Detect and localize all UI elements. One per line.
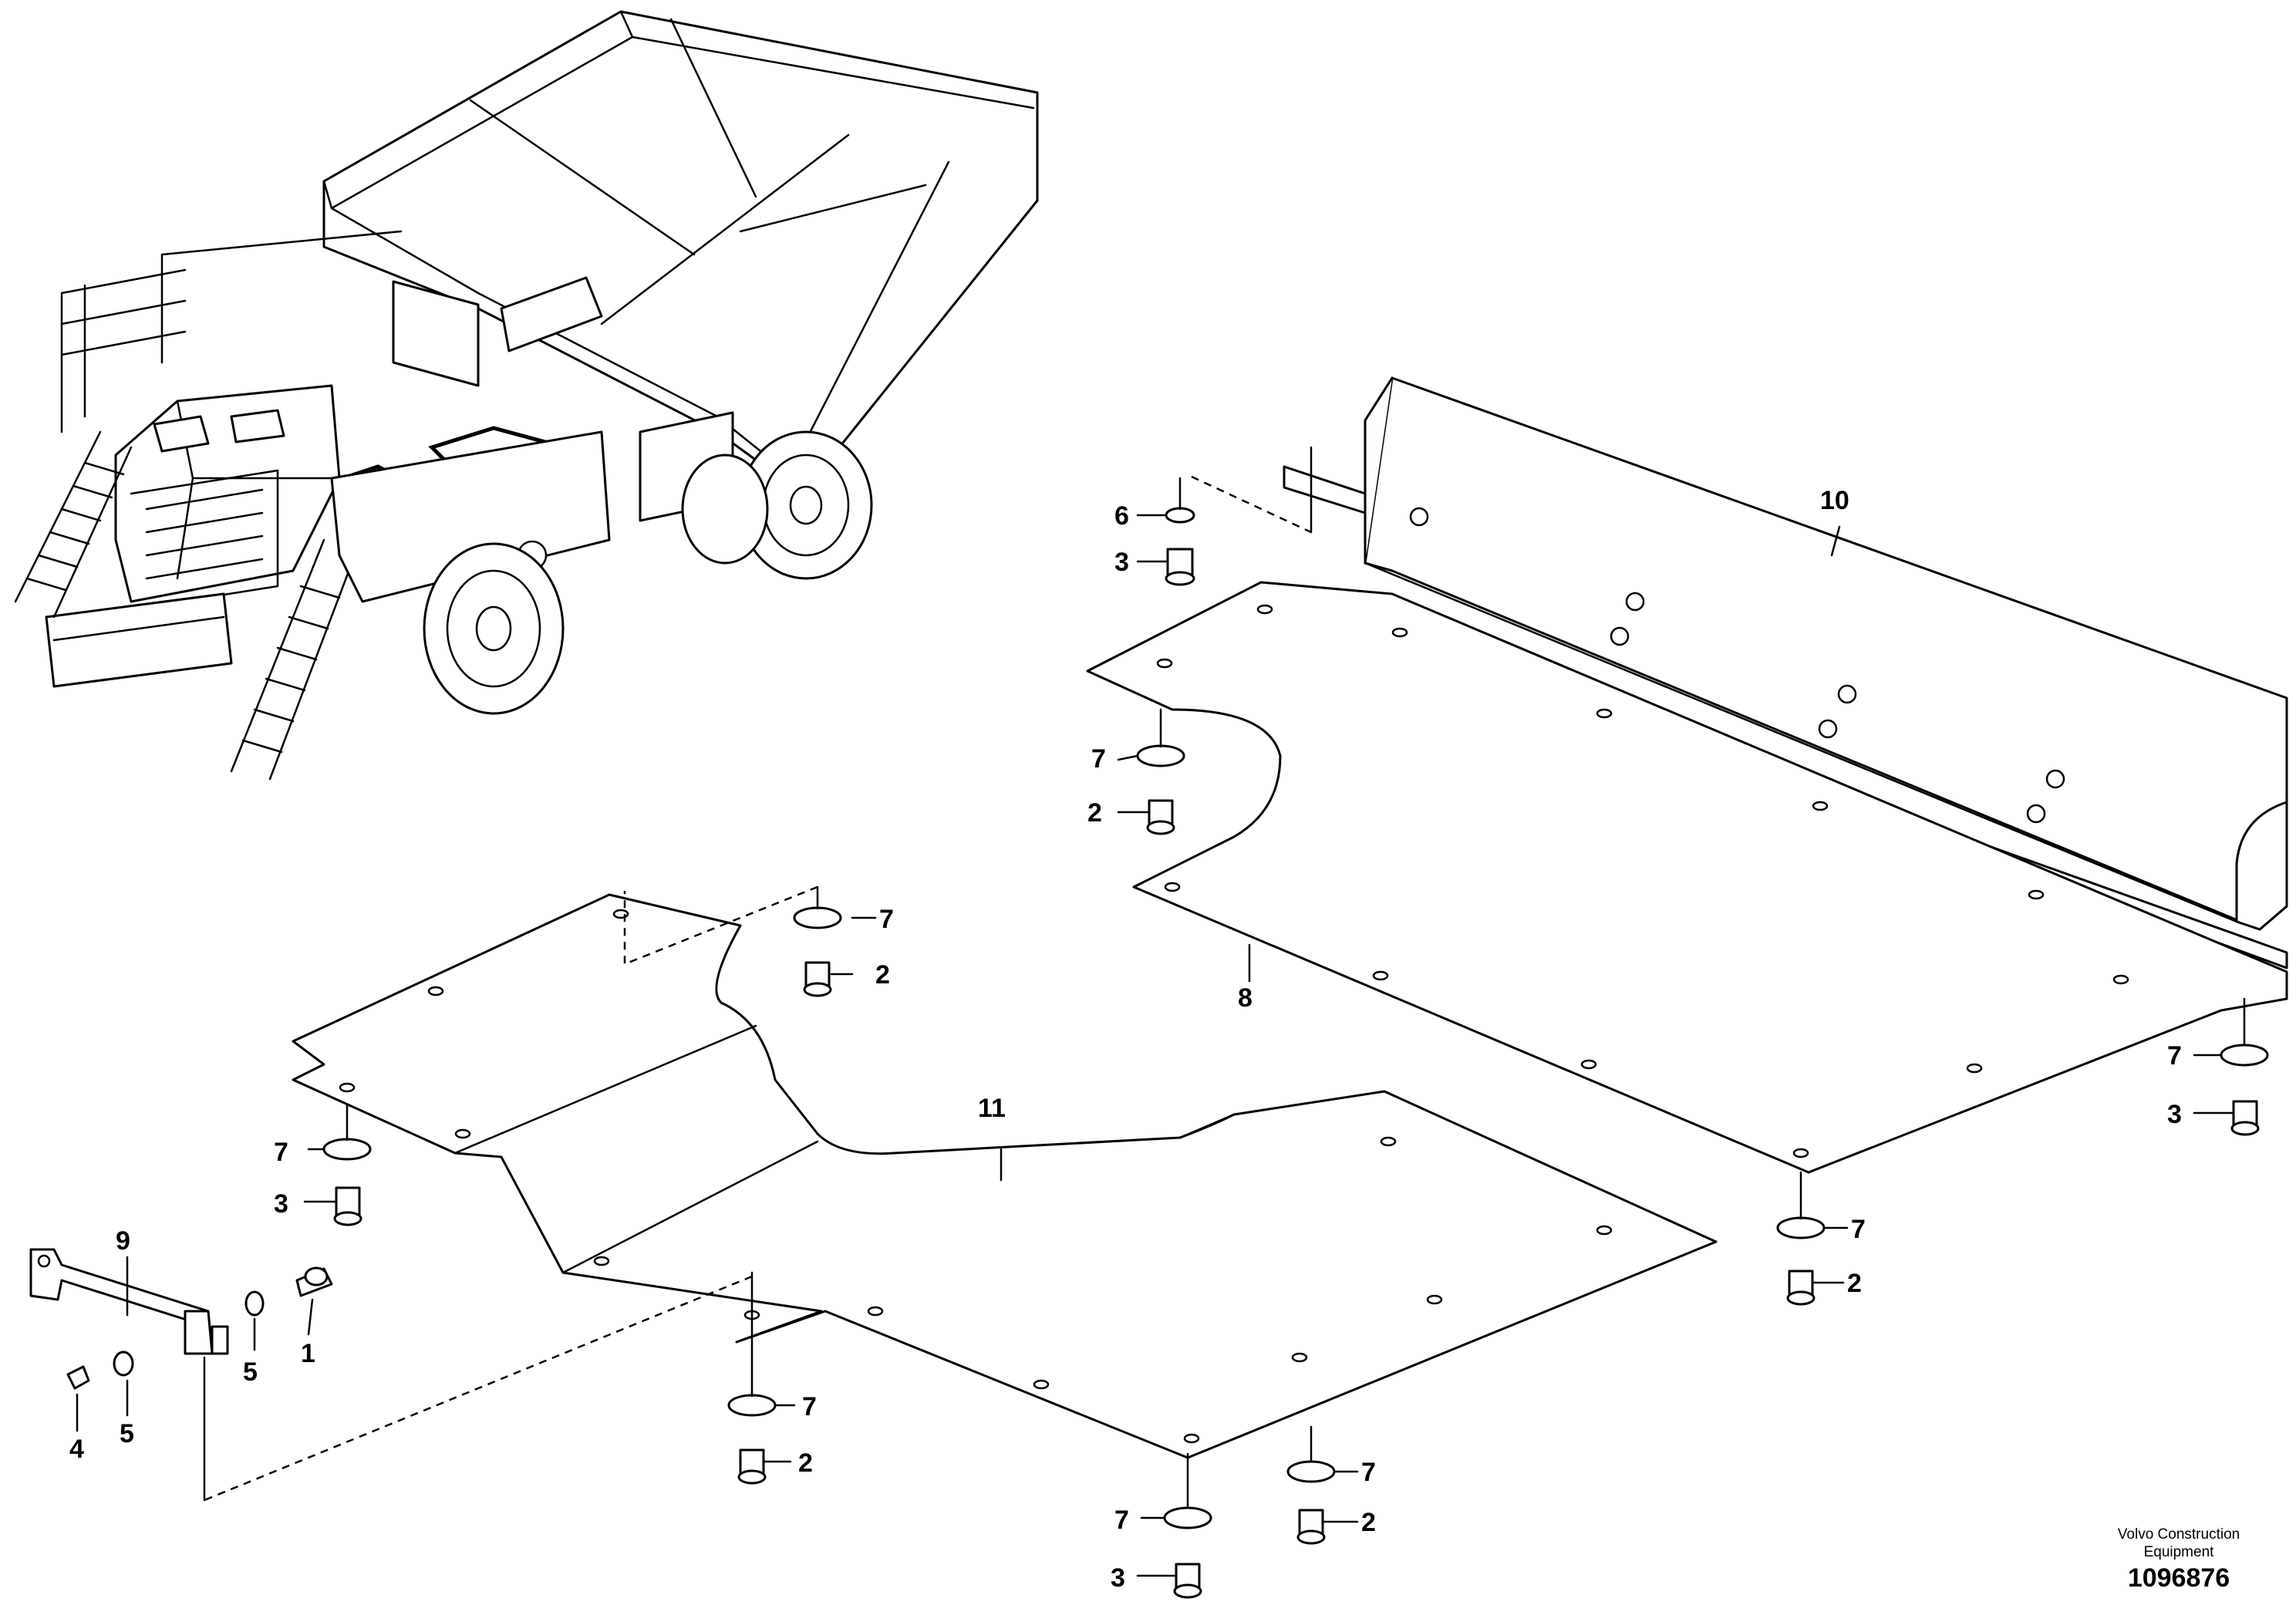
leader-lines — [76, 446, 2246, 1577]
callout-1: 1 — [301, 1339, 315, 1368]
callout-labels: 10 6 3 7 2 7 2 8 11 7 3 9 1 5 4 5 7 2 7 … — [69, 486, 2182, 1593]
callout-7: 7 — [802, 1392, 817, 1421]
callout-2: 2 — [1087, 798, 1102, 828]
publisher-credit: Volvo Construction Equipment — [2079, 1526, 2279, 1561]
callout-3: 3 — [1114, 548, 1129, 577]
callout-7: 7 — [2167, 1041, 2182, 1071]
callout-7: 7 — [1114, 1506, 1129, 1535]
callout-2: 2 — [1361, 1508, 1376, 1537]
callout-9: 9 — [116, 1226, 130, 1256]
callout-2: 2 — [798, 1448, 813, 1478]
drawing-number: 1096876 — [2127, 1563, 2230, 1593]
callout-5: 5 — [120, 1419, 134, 1448]
callout-7: 7 — [274, 1138, 288, 1167]
callout-7: 7 — [1361, 1458, 1376, 1487]
callout-7: 7 — [1851, 1215, 1866, 1244]
callout-10: 10 — [1820, 486, 1849, 515]
callout-3: 3 — [2167, 1100, 2182, 1129]
callout-2: 2 — [1847, 1269, 1862, 1298]
part-10-shield — [1283, 376, 2288, 931]
callout-3: 3 — [1111, 1563, 1125, 1593]
callout-7: 7 — [1091, 744, 1106, 774]
truck-overview-illustration — [14, 10, 1039, 781]
callout-8: 8 — [1238, 983, 1253, 1013]
credit-line-1: Volvo Construction — [2117, 1526, 2240, 1543]
callout-6: 6 — [1114, 501, 1129, 531]
part-8-floor-plate — [1086, 581, 2288, 1174]
callout-11: 11 — [978, 1094, 1006, 1123]
part-9-bracket — [29, 1248, 333, 1390]
part-11-floor-plate — [292, 893, 1718, 1459]
callout-3: 3 — [274, 1189, 288, 1219]
callout-7: 7 — [879, 905, 894, 934]
credit-line-2: Equipment — [2143, 1544, 2214, 1560]
callout-2: 2 — [875, 960, 890, 990]
callout-5: 5 — [243, 1357, 258, 1387]
callout-4: 4 — [69, 1435, 84, 1464]
